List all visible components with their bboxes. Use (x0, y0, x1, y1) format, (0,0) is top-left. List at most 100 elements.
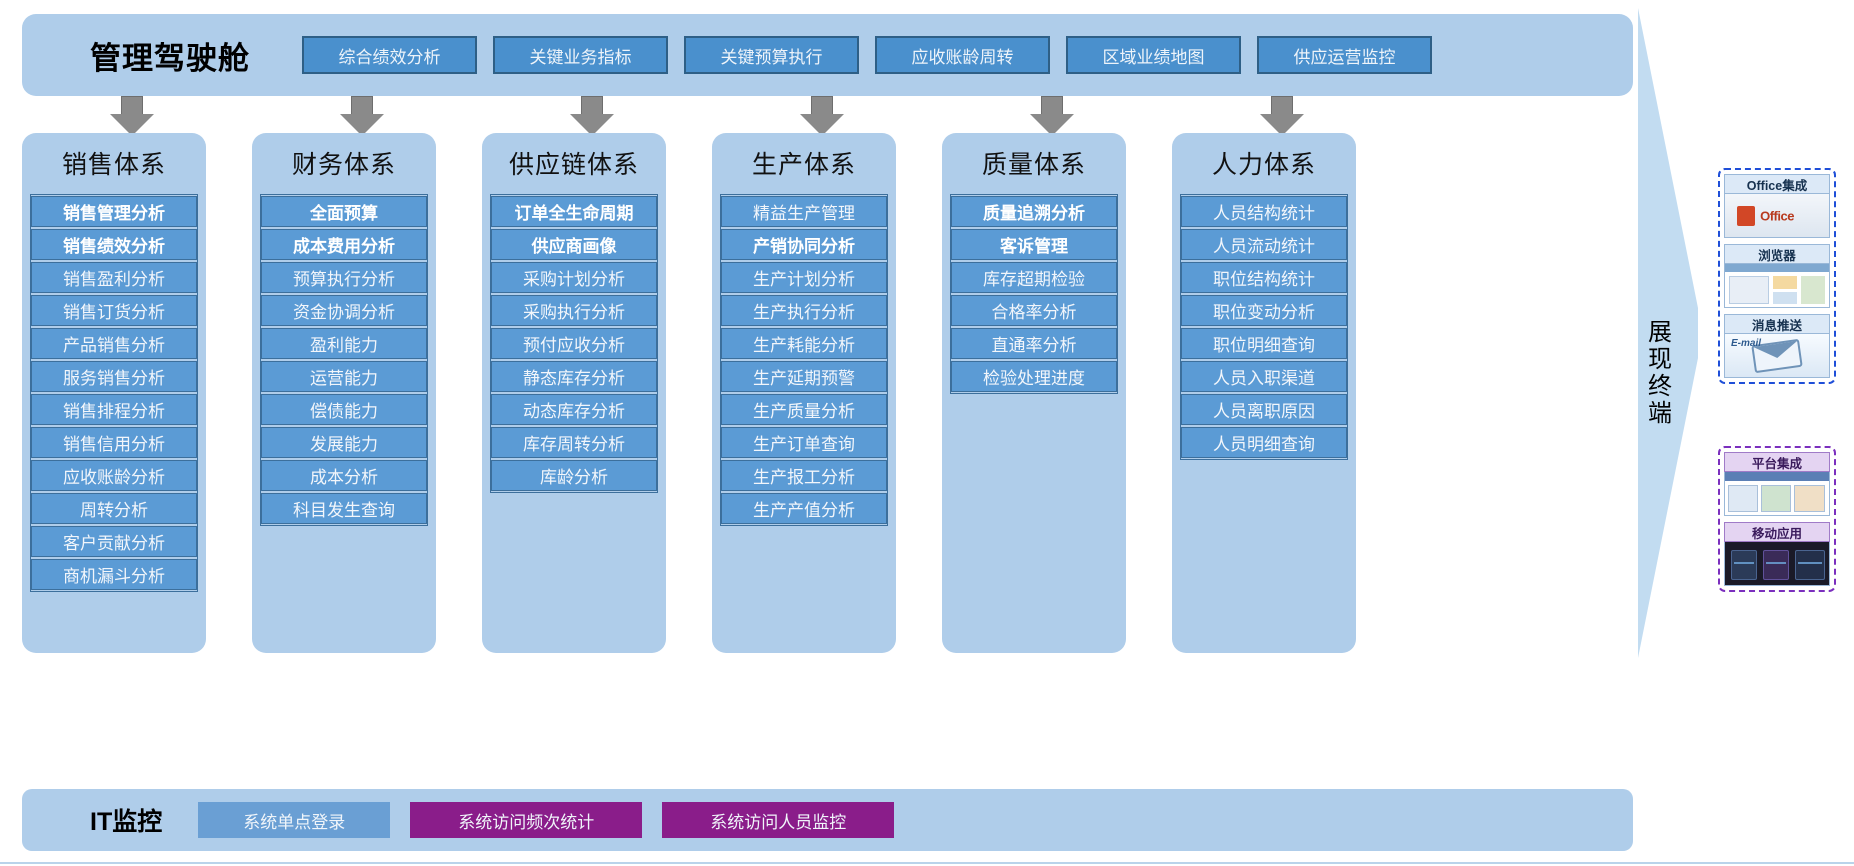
dashboard-header: 管理驾驶舱 综合绩效分析 关键业务指标 关键预算执行 应收账龄周转 区域业绩地图… (22, 14, 1633, 96)
list-item[interactable]: 生产订单查询 (721, 427, 887, 458)
list-item[interactable]: 人员离职原因 (1181, 394, 1347, 425)
terminal-group-blue: Office集成 Office 浏览器 消息推送 E-mail (1718, 168, 1836, 384)
list-item[interactable]: 人员入职渠道 (1181, 361, 1347, 392)
list-item[interactable]: 预算执行分析 (261, 262, 427, 293)
tech-card-message-push[interactable]: 消息推送 E-mail (1724, 314, 1830, 378)
terminal-wedge-shape (1638, 8, 1698, 658)
list-item[interactable]: 偿债能力 (261, 394, 427, 425)
list-item[interactable]: 产销协同分析 (721, 229, 887, 260)
list-item[interactable]: 职位变动分析 (1181, 295, 1347, 326)
list-item[interactable]: 客户贡献分析 (31, 526, 197, 557)
header-button-supply-operation-monitor[interactable]: 供应运营监控 (1257, 36, 1432, 74)
list-item[interactable]: 订单全生命周期 (491, 196, 657, 227)
list-item[interactable]: 销售盈利分析 (31, 262, 197, 293)
list-item[interactable]: 销售绩效分析 (31, 229, 197, 260)
column-title-production: 生产体系 (751, 151, 856, 179)
tech-card-mobile-app[interactable]: 移动应用 (1724, 522, 1830, 586)
header-button-regional-performance-map[interactable]: 区域业绩地图 (1066, 36, 1241, 74)
list-item[interactable]: 资金协调分析 (261, 295, 427, 326)
bottom-divider (0, 862, 1854, 864)
list-item[interactable]: 服务销售分析 (31, 361, 197, 392)
list-item[interactable]: 检验处理进度 (951, 361, 1117, 392)
list-item[interactable]: 人员结构统计 (1181, 196, 1347, 227)
item-list-hr: 人员结构统计 人员流动统计 职位结构统计 职位变动分析 职位明细查询 人员入职渠… (1180, 194, 1348, 460)
list-item[interactable]: 成本分析 (261, 460, 427, 491)
list-item[interactable]: 产品销售分析 (31, 328, 197, 359)
list-item[interactable]: 发展能力 (261, 427, 427, 458)
header-button-key-business-kpi[interactable]: 关键业务指标 (493, 36, 668, 74)
item-list-production: 精益生产管理 产销协同分析 生产计划分析 生产执行分析 生产耗能分析 生产延期预… (720, 194, 888, 526)
list-item[interactable]: 盈利能力 (261, 328, 427, 359)
list-item[interactable]: 生产质量分析 (721, 394, 887, 425)
list-item[interactable]: 生产耗能分析 (721, 328, 887, 359)
list-item[interactable]: 销售管理分析 (31, 196, 197, 227)
list-item[interactable]: 成本费用分析 (261, 229, 427, 260)
list-item[interactable]: 精益生产管理 (721, 196, 887, 227)
header-button-group: 综合绩效分析 关键业务指标 关键预算执行 应收账龄周转 区域业绩地图 供应运营监… (302, 36, 1432, 74)
tech-card-office[interactable]: Office集成 Office (1724, 174, 1830, 238)
list-item[interactable]: 运营能力 (261, 361, 427, 392)
it-button-access-frequency-stats[interactable]: 系统访问频次统计 (410, 802, 643, 838)
header-button-comprehensive-performance[interactable]: 综合绩效分析 (302, 36, 477, 74)
tech-card-platform[interactable]: 平台集成 (1724, 452, 1830, 516)
list-item[interactable]: 静态库存分析 (491, 361, 657, 392)
down-arrow-icon-supply-chain (570, 96, 614, 136)
down-arrow-icon-production (800, 96, 844, 136)
list-item[interactable]: 科目发生查询 (261, 493, 427, 524)
list-item[interactable]: 动态库存分析 (491, 394, 657, 425)
list-item[interactable]: 人员明细查询 (1181, 427, 1347, 458)
column-title-supply-chain: 供应链体系 (508, 151, 639, 179)
list-item[interactable]: 全面预算 (261, 196, 427, 227)
item-list-supply-chain: 订单全生命周期 供应商画像 采购计划分析 采购执行分析 预付应收分析 静态库存分… (490, 194, 658, 493)
system-column-finance: 财务体系 全面预算 成本费用分析 预算执行分析 资金协调分析 盈利能力 运营能力… (252, 133, 436, 653)
list-item[interactable]: 生产报工分析 (721, 460, 887, 491)
tech-card-browser[interactable]: 浏览器 (1724, 244, 1830, 308)
office-thumbnail-icon: Office (1724, 194, 1830, 238)
list-item[interactable]: 采购执行分析 (491, 295, 657, 326)
tech-caption-message-push: 消息推送 (1724, 314, 1830, 334)
list-item[interactable]: 人员流动统计 (1181, 229, 1347, 260)
list-item[interactable]: 职位结构统计 (1181, 262, 1347, 293)
list-item[interactable]: 生产计划分析 (721, 262, 887, 293)
list-item[interactable]: 生产产值分析 (721, 493, 887, 524)
list-item[interactable]: 商机漏斗分析 (31, 559, 197, 590)
list-item[interactable]: 库存超期检验 (951, 262, 1117, 293)
list-item[interactable]: 应收账龄分析 (31, 460, 197, 491)
browser-thumbnail-icon (1724, 264, 1830, 308)
down-arrow-icon-quality (1030, 96, 1074, 136)
mobile-thumbnail-icon (1724, 542, 1830, 586)
header-button-key-budget-execution[interactable]: 关键预算执行 (684, 36, 859, 74)
list-item[interactable]: 职位明细查询 (1181, 328, 1347, 359)
list-item[interactable]: 库龄分析 (491, 460, 657, 491)
item-list-sales: 销售管理分析 销售绩效分析 销售盈利分析 销售订货分析 产品销售分析 服务销售分… (30, 194, 198, 592)
tech-caption-platform: 平台集成 (1724, 452, 1830, 472)
it-monitor-title: IT监控 (90, 808, 163, 836)
list-item[interactable]: 直通率分析 (951, 328, 1117, 359)
item-list-quality: 质量追溯分析 客诉管理 库存超期检验 合格率分析 直通率分析 检验处理进度 (950, 194, 1118, 394)
list-item[interactable]: 合格率分析 (951, 295, 1117, 326)
list-item[interactable]: 采购计划分析 (491, 262, 657, 293)
tech-caption-browser: 浏览器 (1724, 244, 1830, 264)
down-arrow-icon-finance (340, 96, 384, 136)
it-button-single-sign-on[interactable]: 系统单点登录 (198, 802, 391, 838)
list-item[interactable]: 销售订货分析 (31, 295, 197, 326)
it-button-access-user-monitor[interactable]: 系统访问人员监控 (662, 802, 895, 838)
list-item[interactable]: 周转分析 (31, 493, 197, 524)
tech-caption-mobile-app: 移动应用 (1724, 522, 1830, 542)
header-button-receivable-aging[interactable]: 应收账龄周转 (875, 36, 1050, 74)
list-item[interactable]: 生产执行分析 (721, 295, 887, 326)
list-item[interactable]: 生产延期预警 (721, 361, 887, 392)
item-list-finance: 全面预算 成本费用分析 预算执行分析 资金协调分析 盈利能力 运营能力 偿债能力… (260, 194, 428, 526)
system-column-production: 生产体系 精益生产管理 产销协同分析 生产计划分析 生产执行分析 生产耗能分析 … (712, 133, 896, 653)
column-title-sales: 销售体系 (61, 151, 166, 179)
terminal-group-purple: 平台集成 移动应用 (1718, 446, 1836, 592)
list-item[interactable]: 质量追溯分析 (951, 196, 1117, 227)
list-item[interactable]: 客诉管理 (951, 229, 1117, 260)
list-item[interactable]: 供应商画像 (491, 229, 657, 260)
list-item[interactable]: 预付应收分析 (491, 328, 657, 359)
column-title-quality: 质量体系 (981, 151, 1086, 179)
system-column-supply-chain: 供应链体系 订单全生命周期 供应商画像 采购计划分析 采购执行分析 预付应收分析… (482, 133, 666, 653)
list-item[interactable]: 库存周转分析 (491, 427, 657, 458)
list-item[interactable]: 销售排程分析 (31, 394, 197, 425)
list-item[interactable]: 销售信用分析 (31, 427, 197, 458)
